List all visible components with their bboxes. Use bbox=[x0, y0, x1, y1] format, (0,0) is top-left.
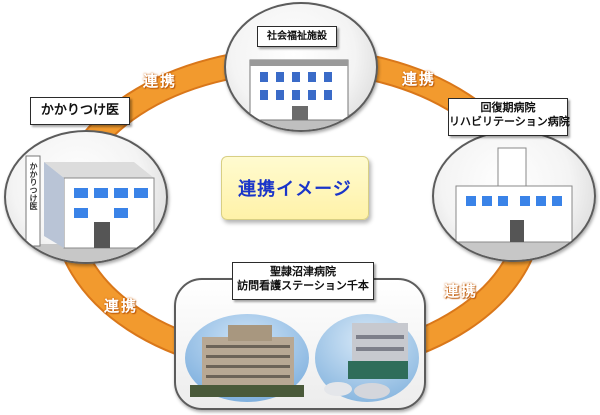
clinic-building-icon bbox=[6, 155, 166, 262]
link-label-top-right: 連携 bbox=[402, 70, 437, 88]
rehab-hospital-line2: リハビリテーション病院 bbox=[449, 114, 570, 128]
seirei-hospital-line2: 訪問看護ステーション千本 bbox=[237, 278, 369, 292]
link-label-bottom-right: 連携 bbox=[444, 282, 479, 300]
family-doctor-sign: かかりつけ医 bbox=[29, 162, 38, 210]
family-doctor-node: かかりつけ医 bbox=[4, 130, 168, 264]
welfare-facility-node bbox=[224, 2, 378, 132]
center-label: 連携イメージ bbox=[238, 179, 352, 200]
welfare-facility-label: 社会福祉施設 bbox=[257, 26, 337, 47]
rehab-hospital-line1: 回復期病院 bbox=[480, 101, 536, 114]
hospital-photo-left bbox=[185, 314, 309, 402]
welfare-building-icon bbox=[226, 59, 376, 130]
link-label-top-left: 連携 bbox=[143, 72, 178, 90]
rehab-hospital-label: 回復期病院 リハビリテーション病院 bbox=[448, 98, 570, 136]
center-label-box: 連携イメージ bbox=[221, 156, 369, 220]
link-label-bottom-left: 連携 bbox=[104, 297, 139, 315]
seirei-hospital-line1: 聖隷沼津病院 bbox=[270, 265, 336, 278]
nursing-station-photo-right bbox=[315, 314, 419, 402]
seirei-hospital-node bbox=[174, 278, 426, 410]
rehab-hospital-node bbox=[432, 130, 596, 262]
hospital-building-icon bbox=[434, 147, 594, 260]
seirei-hospital-label: 聖隷沼津病院 訪問看護ステーション千本 bbox=[232, 262, 374, 300]
family-doctor-label: かかりつけ医 bbox=[30, 97, 130, 125]
welfare-facility-text: 社会福祉施設 bbox=[267, 31, 327, 42]
family-doctor-text: かかりつけ医 bbox=[40, 103, 120, 118]
